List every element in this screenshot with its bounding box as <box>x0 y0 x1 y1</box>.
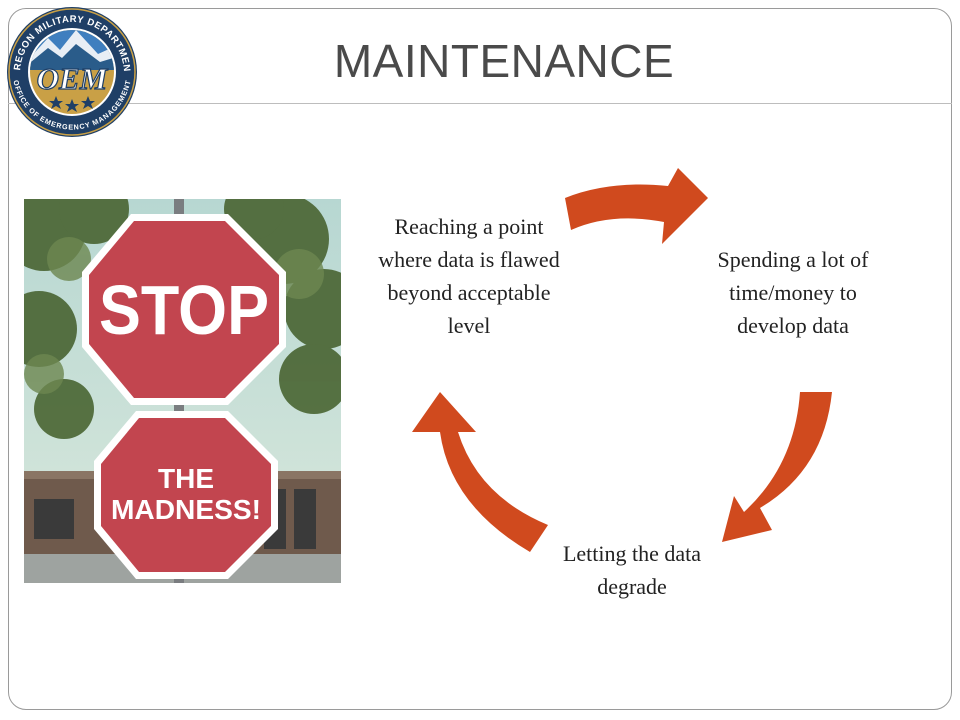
cycle-node-spending-time-money: Spending a lot of time/money to develop … <box>717 247 869 338</box>
stop-sign-text: STOP <box>99 271 269 349</box>
logo-center-text: OEM <box>37 61 109 96</box>
cycle-node-letting-degrade: Letting the data degrade <box>562 541 702 599</box>
cycle-node-reaching-flawed: Reaching a point where data is flawed be… <box>378 214 560 338</box>
madness-sign-line2: MADNESS! <box>111 494 261 525</box>
madness-sign-line1: THE <box>158 463 214 494</box>
cycle-arrow-right <box>722 392 832 542</box>
stop-sign-top: STOP <box>82 214 286 405</box>
oem-logo: OREGON MILITARY DEPARTMENT OFFICE OF EME… <box>4 4 137 137</box>
title-divider <box>8 103 952 104</box>
cycle-arrow-left <box>412 392 548 552</box>
slide-title: MAINTENANCE <box>333 35 675 87</box>
star-icons <box>49 96 95 112</box>
stop-sign-bottom: THE MADNESS! <box>94 411 278 579</box>
cycle-arrow-top <box>565 168 708 244</box>
stop-the-madness-photo: STOP THE MADNESS! <box>24 199 341 583</box>
